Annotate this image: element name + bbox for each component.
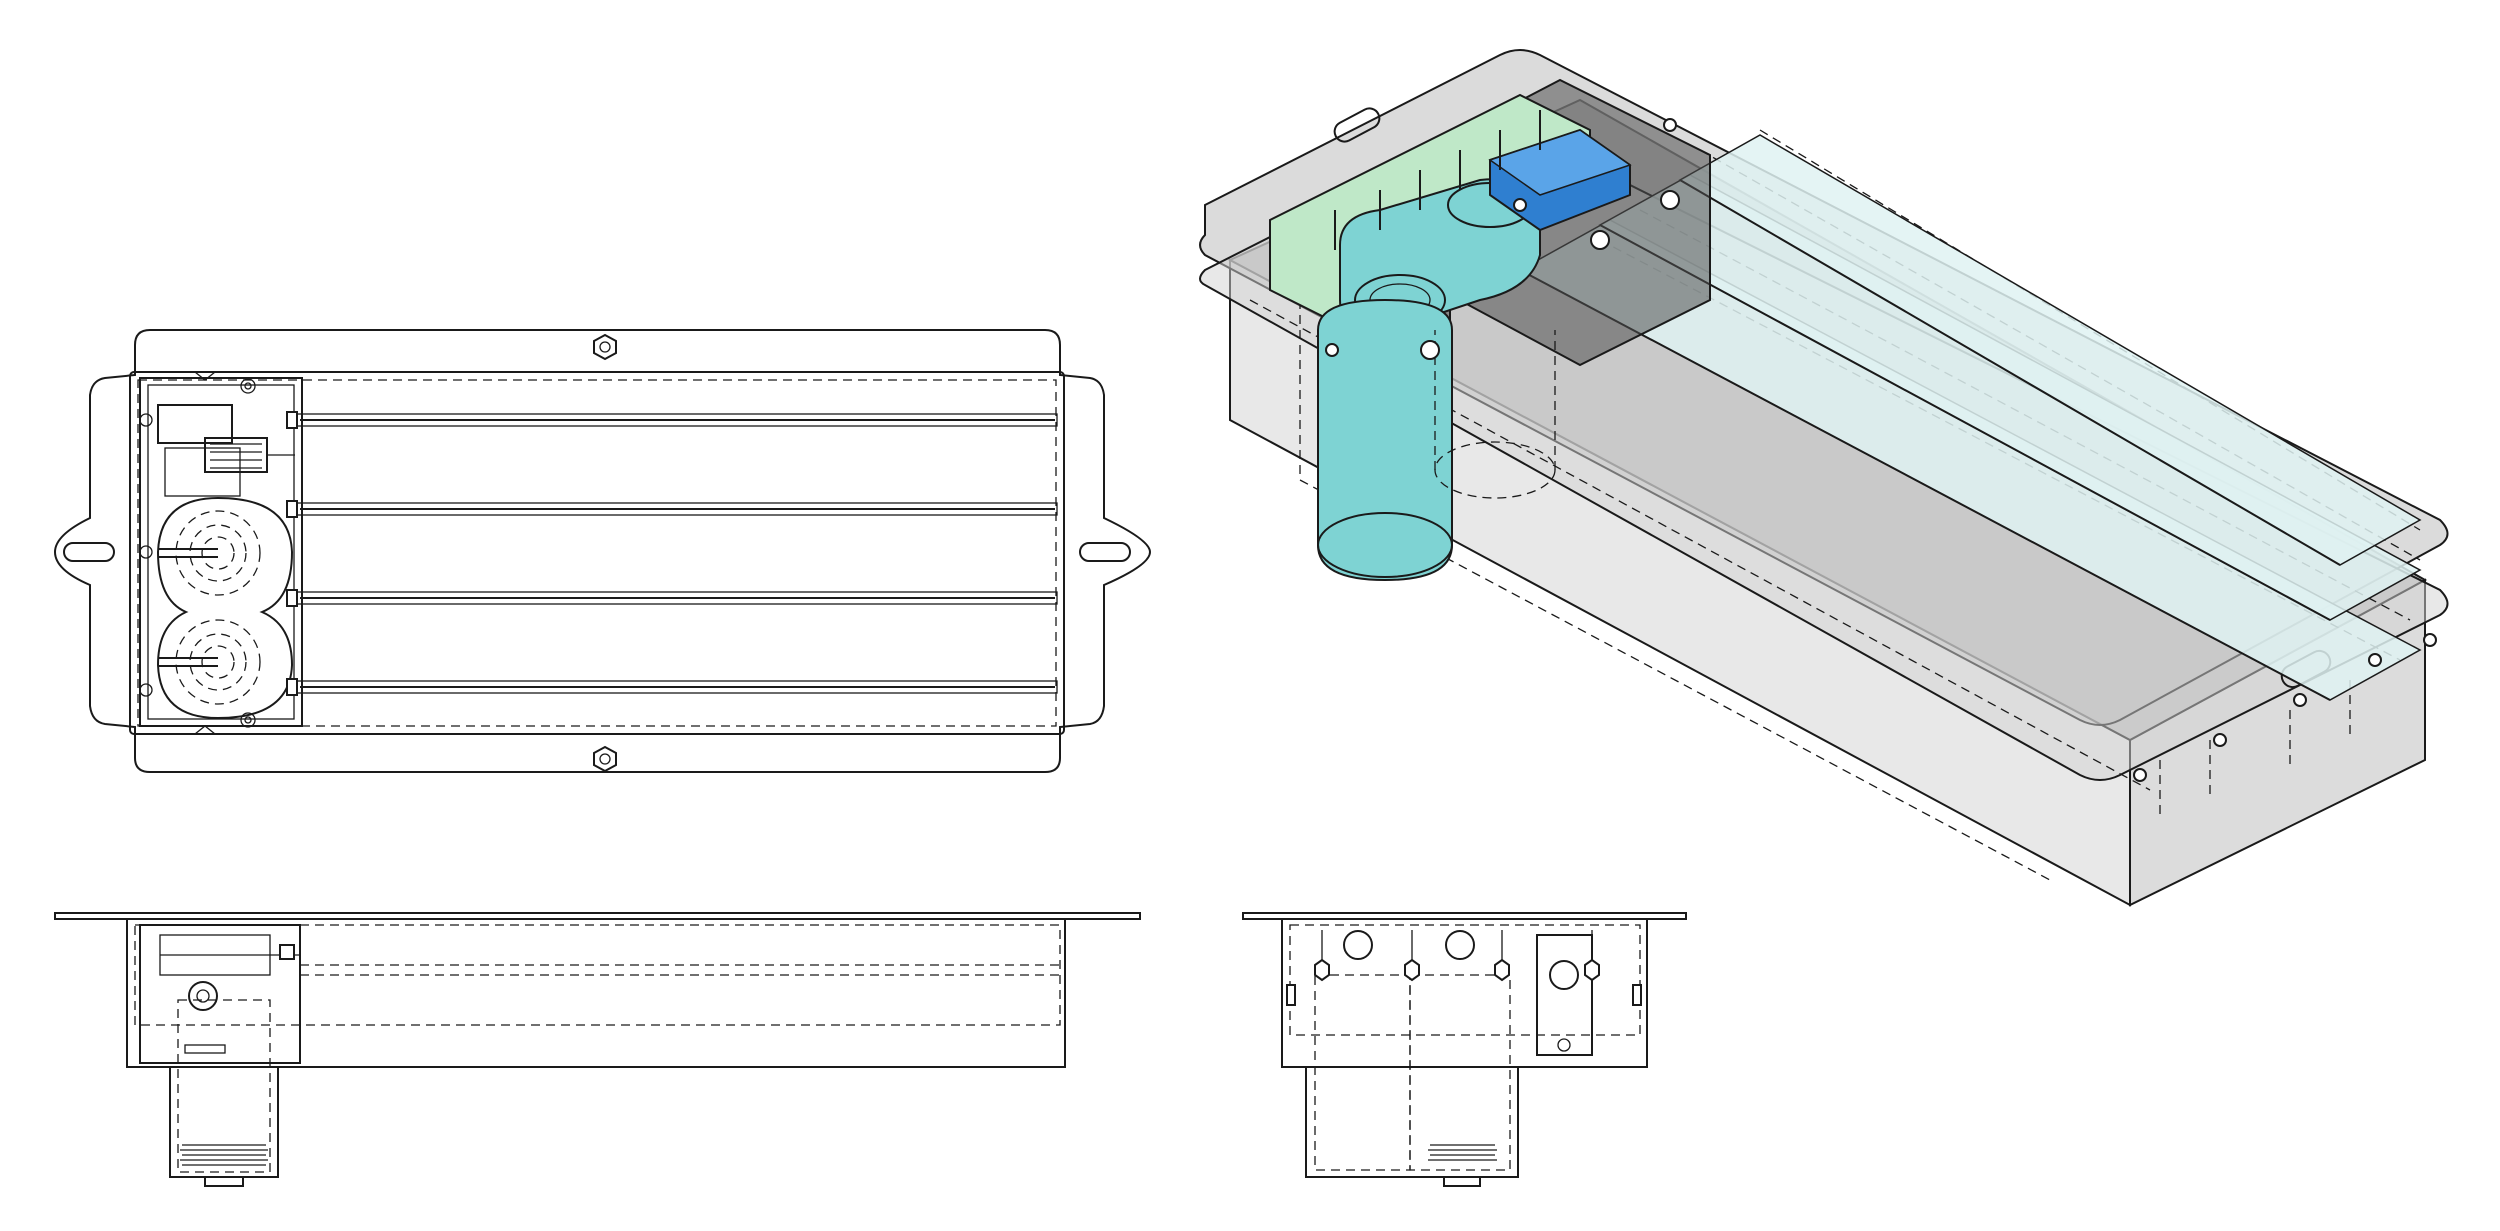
iso-mounting-slot-back <box>1333 107 1381 143</box>
top-view-slot-left <box>63 542 115 562</box>
top-view-valve-module <box>157 404 233 444</box>
top-view-twin-tank <box>156 496 294 720</box>
top-view-hex-nut-top <box>593 333 617 361</box>
isometric-view <box>1199 49 2449 907</box>
front-view-body <box>126 918 1066 1068</box>
side-view-pump-cylinder <box>1305 1066 1519 1178</box>
iso-heating-panels <box>1518 134 2422 701</box>
top-view-flange-outline <box>53 329 1152 773</box>
front-view-pump-cylinder <box>169 1066 279 1178</box>
front-view <box>54 912 1141 1187</box>
top-view-heating-rods <box>286 411 1058 696</box>
side-view <box>1242 912 1687 1187</box>
iso-pump-cylinder <box>1317 298 1453 582</box>
top-view <box>53 329 1152 773</box>
iso-fasteners <box>1325 118 2437 782</box>
top-view-hex-nut-bottom <box>593 745 617 773</box>
top-view-slot-right <box>1079 542 1131 562</box>
top-view-inner-box <box>129 371 1065 735</box>
